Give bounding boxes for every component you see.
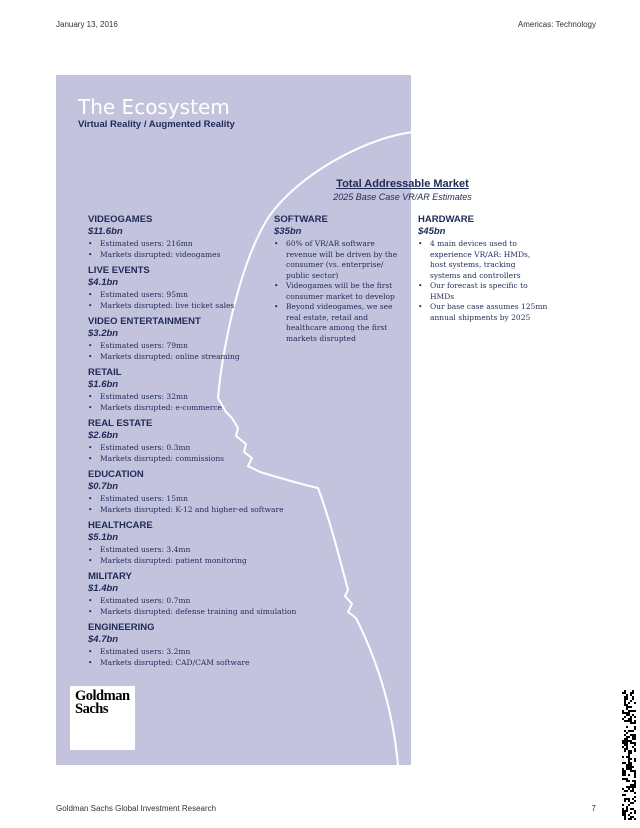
market-value: $4.1bn [88,277,119,288]
market-bullets: Estimated users: 0.3mnMarkets disrupted:… [88,443,388,464]
market-bullet: Estimated users: 3.4mn [88,545,388,556]
page-number: 7 [591,804,596,813]
market-value: $1.4bn [88,583,119,594]
market-bullet: Markets disrupted: patient monitoring [88,556,388,567]
software-bullets: 60% of VR/AR software revenue will be dr… [274,239,404,344]
market-bullet: Markets disrupted: commissions [88,454,388,465]
logo-line-2: Sachs [75,701,108,717]
market-value: $1.6bn [88,379,119,390]
market-name: RETAIL [88,367,122,378]
logo-wordmark: Goldman Sachs [75,688,130,717]
qr-code-icon [622,690,636,820]
software-bullet: 60% of VR/AR software revenue will be dr… [274,239,404,281]
market-bullets: Estimated users: 3.2mnMarkets disrupted:… [88,647,388,668]
market-bullet: Markets disrupted: e-commerce [88,403,388,414]
hardware-value: $45bn [418,226,446,237]
market-bullets: Estimated users: 0.7mnMarkets disrupted:… [88,596,388,617]
report-date: January 13, 2016 [56,20,118,29]
market-bullet: Markets disrupted: CAD/CAM software [88,658,388,669]
page-title: The Ecosystem [78,95,230,119]
market-bullets: Estimated users: 15mnMarkets disrupted: … [88,494,388,515]
page-subtitle: Virtual Reality / Augmented Reality [78,119,235,130]
market-value: $3.2bn [88,328,119,339]
tam-heading: Total Addressable Market 2025 Base Case … [300,178,505,202]
hardware-bullets: 4 main devices used to experience VR/AR:… [418,239,548,323]
report-section: Americas: Technology [517,20,596,29]
market-block-education: EDUCATION $0.7bn Estimated users: 15mnMa… [88,469,388,515]
market-block-live-events: LIVE EVENTS $4.1bn Estimated users: 95mn… [88,265,388,311]
software-title: SOFTWARE [274,214,328,225]
hardware-title: HARDWARE [418,214,474,225]
market-name: LIVE EVENTS [88,265,150,276]
market-bullets: Estimated users: 32mnMarkets disrupted: … [88,392,388,413]
market-block-videogames: VIDEOGAMES $11.6bn Estimated users: 216m… [88,214,388,260]
market-value: $11.6bn [88,226,123,237]
market-name: HEALTHCARE [88,520,153,531]
market-name: MILITARY [88,571,132,582]
market-value: $2.6bn [88,430,119,441]
hardware-column: HARDWARE $45bn 4 main devices used to ex… [418,214,548,323]
market-bullets: Estimated users: 216mnMarkets disrupted:… [88,239,388,260]
market-name: ENGINEERING [88,622,155,633]
hardware-bullet: 4 main devices used to experience VR/AR:… [418,239,548,281]
market-bullet: Estimated users: 79mn [88,341,388,352]
market-name: VIDEO ENTERTAINMENT [88,316,201,327]
tam-subtitle: 2025 Base Case VR/AR Estimates [333,192,472,202]
market-bullet: Estimated users: 0.7mn [88,596,388,607]
market-bullet: Markets disrupted: live ticket sales [88,301,388,312]
market-block-real-estate: REAL ESTATE $2.6bn Estimated users: 0.3m… [88,418,388,464]
market-bullet: Estimated users: 15mn [88,494,388,505]
market-bullet: Estimated users: 3.2mn [88,647,388,658]
market-block-military: MILITARY $1.4bn Estimated users: 0.7mnMa… [88,571,388,617]
market-name: REAL ESTATE [88,418,153,429]
market-bullet: Estimated users: 0.3mn [88,443,388,454]
software-bullet: Videogames will be the first consumer ma… [274,281,404,302]
hardware-bullet: Our forecast is specific to HMDs [418,281,548,302]
software-bullet: Beyond videogames, we see real estate, r… [274,302,404,344]
market-block-healthcare: HEALTHCARE $5.1bn Estimated users: 3.4mn… [88,520,388,566]
tam-title: Total Addressable Market [336,178,469,190]
market-bullet: Estimated users: 95mn [88,290,388,301]
market-bullet: Markets disrupted: defense training and … [88,607,388,618]
goldman-sachs-logo: Goldman Sachs [70,686,135,750]
market-block-engineering: ENGINEERING $4.7bn Estimated users: 3.2m… [88,622,388,668]
market-bullet: Markets disrupted: online streaming [88,352,388,363]
market-block-video-entertainment: VIDEO ENTERTAINMENT $3.2bn Estimated use… [88,316,388,362]
market-value: $5.1bn [88,532,119,543]
market-name: EDUCATION [88,469,144,480]
market-value: $4.7bn [88,634,119,645]
market-bullet: Estimated users: 216mn [88,239,388,250]
hardware-bullet: Our base case assumes 125mn annual shipm… [418,302,548,323]
market-value: $0.7bn [88,481,119,492]
market-name: VIDEOGAMES [88,214,153,225]
market-bullets: Estimated users: 3.4mnMarkets disrupted:… [88,545,388,566]
footer-source: Goldman Sachs Global Investment Research [56,804,217,813]
software-value: $35bn [274,226,302,237]
market-bullet: Estimated users: 32mn [88,392,388,403]
market-bullets: Estimated users: 95mnMarkets disrupted: … [88,290,388,311]
market-bullet: Markets disrupted: K-12 and higher-ed so… [88,505,388,516]
market-bullet: Markets disrupted: videogames [88,250,388,261]
logo-line-1: Goldman [75,688,130,704]
market-bullets: Estimated users: 79mnMarkets disrupted: … [88,341,388,362]
market-block-retail: RETAIL $1.6bn Estimated users: 32mnMarke… [88,367,388,413]
software-column: SOFTWARE $35bn 60% of VR/AR software rev… [274,214,404,344]
